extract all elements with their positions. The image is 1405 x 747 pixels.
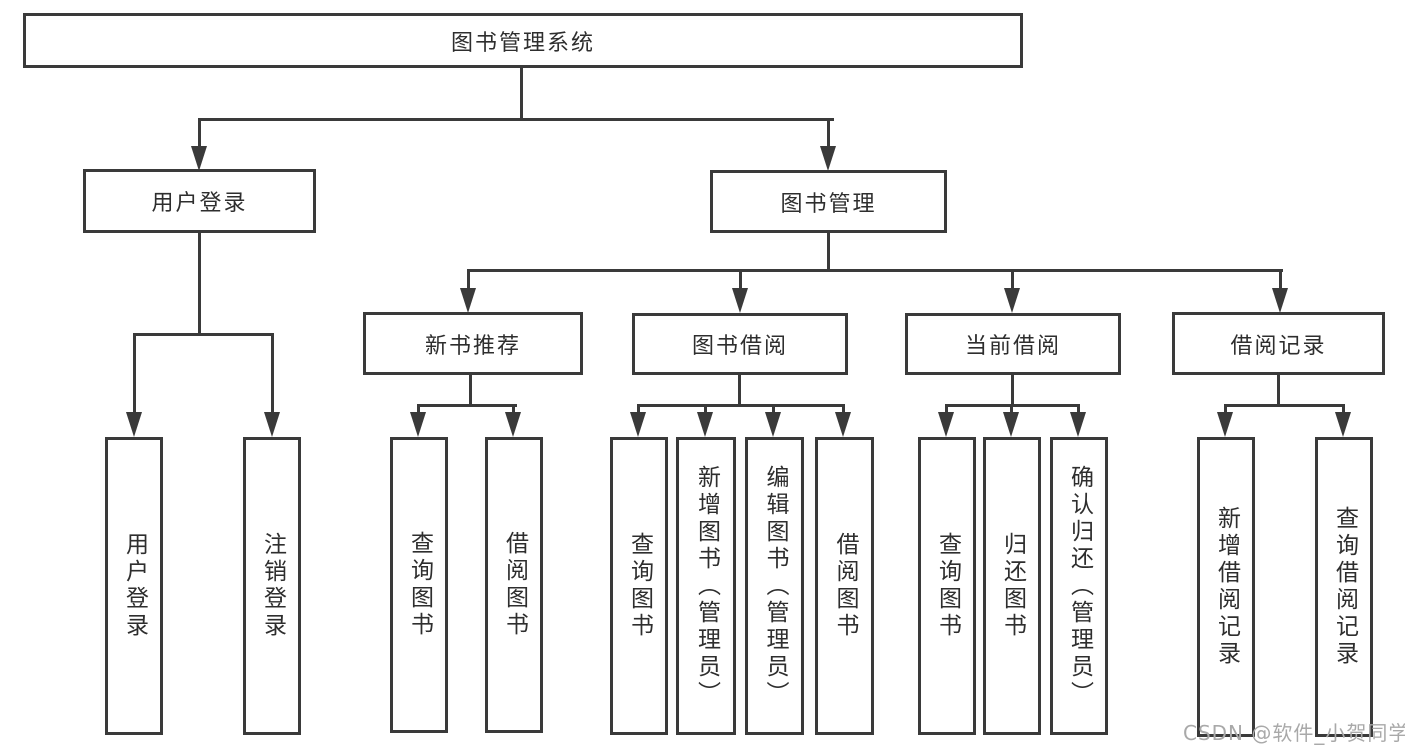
arrowhead-down-icon bbox=[460, 288, 476, 313]
node-label: 借阅图书 bbox=[832, 532, 858, 640]
connector-line bbox=[133, 333, 274, 336]
connector-line bbox=[1011, 269, 1014, 290]
node-label: 图书借阅 bbox=[691, 334, 788, 359]
arrowhead-down-icon bbox=[264, 412, 280, 437]
connector-line bbox=[467, 269, 470, 290]
arrowhead-down-icon bbox=[1272, 288, 1288, 313]
connector-line bbox=[198, 118, 834, 121]
node-new-book-recommend: 新书推荐 bbox=[363, 312, 583, 375]
leaf-bb-borrow-book: 借阅图书 bbox=[815, 437, 874, 735]
connector-line bbox=[1224, 404, 1227, 414]
node-label: 借阅图书 bbox=[501, 531, 528, 639]
arrowhead-down-icon bbox=[410, 412, 426, 437]
node-book-management: 图书管理 bbox=[710, 170, 947, 233]
csdn-watermark: CSDN @软件_小贺同学 bbox=[1183, 721, 1405, 745]
connector-line bbox=[271, 333, 274, 414]
leaf-bb-query-book: 查询图书 bbox=[610, 437, 668, 735]
leaf-bb-add-book-admin: 新增图书（管理员） bbox=[676, 437, 736, 735]
arrowhead-down-icon bbox=[1004, 288, 1020, 313]
node-label: 查询图书 bbox=[626, 532, 653, 640]
connector-line bbox=[739, 269, 742, 290]
arrowhead-down-icon bbox=[630, 412, 646, 437]
leaf-rec-query-book: 查询图书 bbox=[390, 437, 448, 733]
connector-line bbox=[417, 404, 420, 414]
connector-line bbox=[520, 68, 523, 121]
node-book-borrowing: 图书借阅 bbox=[632, 313, 848, 375]
node-root-library-system: 图书管理系统 bbox=[23, 13, 1023, 68]
arrowhead-down-icon bbox=[126, 412, 142, 437]
arrowhead-down-icon bbox=[697, 412, 713, 437]
connector-line bbox=[512, 404, 515, 414]
arrowhead-down-icon bbox=[505, 412, 521, 437]
leaf-user-login: 用户登录 bbox=[105, 437, 163, 735]
node-label: 借阅记录 bbox=[1230, 333, 1327, 359]
connector-line bbox=[842, 404, 845, 414]
node-label: 新增借阅记录 bbox=[1213, 506, 1240, 668]
arrowhead-down-icon bbox=[1070, 412, 1086, 437]
connector-line bbox=[637, 404, 844, 407]
arrowhead-down-icon bbox=[835, 412, 851, 437]
connector-line bbox=[1011, 375, 1014, 407]
node-label: 图书管理系统 bbox=[450, 30, 595, 56]
connector-line bbox=[704, 404, 707, 414]
node-label: 注销登录 bbox=[259, 532, 286, 640]
leaf-rec-borrow-book: 借阅图书 bbox=[485, 437, 543, 733]
connector-line bbox=[1342, 404, 1345, 414]
connector-line bbox=[1224, 404, 1345, 407]
connector-line bbox=[133, 333, 136, 414]
node-label: 用户登录 bbox=[121, 532, 148, 640]
arrowhead-down-icon bbox=[1335, 412, 1351, 437]
arrowhead-down-icon bbox=[820, 146, 836, 171]
node-label: 编辑图书（管理员） bbox=[762, 464, 788, 708]
connector-line bbox=[1277, 375, 1280, 407]
node-label: 归还图书 bbox=[999, 532, 1026, 640]
arrowhead-down-icon bbox=[1217, 412, 1233, 437]
connector-line bbox=[827, 233, 830, 272]
arrowhead-down-icon bbox=[1003, 412, 1019, 437]
node-user-login: 用户登录 bbox=[83, 169, 316, 233]
arrowhead-down-icon bbox=[938, 412, 954, 437]
connector-line bbox=[467, 269, 1283, 272]
leaf-cb-return-book: 归还图书 bbox=[983, 437, 1041, 735]
node-label: 新增图书（管理员） bbox=[693, 464, 720, 708]
arrowhead-down-icon bbox=[765, 412, 781, 437]
connector-line bbox=[738, 375, 741, 407]
connector-line bbox=[945, 404, 948, 414]
connector-line bbox=[637, 404, 640, 414]
leaf-cb-confirm-return-admin: 确认归还（管理员） bbox=[1050, 437, 1108, 735]
node-label: 查询图书 bbox=[406, 531, 433, 639]
leaf-cb-query-book: 查询图书 bbox=[918, 437, 976, 735]
connector-line bbox=[417, 404, 517, 407]
node-label: 当前借阅 bbox=[964, 334, 1061, 359]
connector-line bbox=[827, 118, 830, 148]
node-label: 查询借阅记录 bbox=[1331, 506, 1358, 668]
node-borrowing-records: 借阅记录 bbox=[1172, 312, 1385, 375]
leaf-bb-edit-book-admin: 编辑图书（管理员） bbox=[745, 437, 804, 735]
arrowhead-down-icon bbox=[732, 288, 748, 313]
connector-line bbox=[1279, 269, 1282, 290]
arrowhead-down-icon bbox=[191, 146, 207, 171]
node-label: 用户登录 bbox=[151, 191, 248, 216]
node-label: 新书推荐 bbox=[424, 333, 521, 359]
node-label: 图书管理 bbox=[780, 191, 877, 217]
leaf-br-add-record: 新增借阅记录 bbox=[1197, 437, 1255, 737]
leaf-logout: 注销登录 bbox=[243, 437, 301, 735]
connector-line bbox=[772, 404, 775, 414]
connector-line bbox=[1077, 404, 1080, 414]
connector-line bbox=[1010, 404, 1013, 414]
node-label: 查询图书 bbox=[934, 532, 961, 640]
connector-line bbox=[198, 118, 201, 148]
connector-line bbox=[198, 233, 201, 336]
node-current-borrowing: 当前借阅 bbox=[905, 313, 1121, 375]
leaf-br-query-record: 查询借阅记录 bbox=[1315, 437, 1373, 737]
connector-line bbox=[469, 375, 472, 407]
node-label: 确认归还（管理员） bbox=[1066, 464, 1093, 708]
